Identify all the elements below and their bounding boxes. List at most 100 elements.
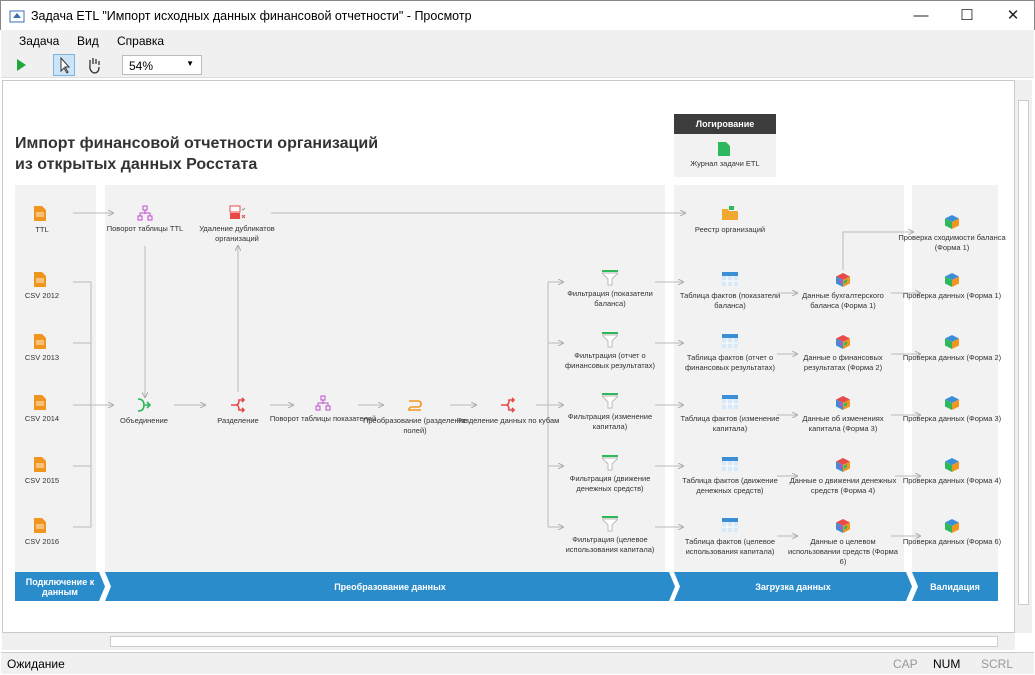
fact-table-node-label[interactable]: Таблица фактов (целевое использования ка… xyxy=(684,537,776,556)
menu-task[interactable]: Задача xyxy=(19,34,60,48)
filter-icon[interactable] xyxy=(600,332,620,351)
check-balance-node-label[interactable]: Проверка сходимости баланса (Форма 1) xyxy=(898,233,1006,252)
fact-table-node-label[interactable]: Таблица фактов (изменение капитала) xyxy=(680,414,780,433)
menu-view[interactable]: Вид xyxy=(77,34,99,48)
logging-header: Логирование xyxy=(674,114,776,134)
app-icon xyxy=(9,10,25,23)
check-node-label[interactable]: Проверка данных (Форма 4) xyxy=(902,476,1002,485)
cube-node-label[interactable]: Данные о целевом использовании средств (… xyxy=(788,537,898,566)
conv-icon[interactable] xyxy=(407,397,423,416)
file-icon[interactable] xyxy=(34,206,46,224)
fact-table-node-label[interactable]: Таблица фактов (движение денежных средст… xyxy=(682,476,778,495)
zoom-select[interactable]: 54% ▼ xyxy=(122,55,202,75)
filter-node-label[interactable]: Фильтрация (движение денежных средств) xyxy=(569,474,651,493)
source-ttl-label[interactable]: TTL xyxy=(35,225,49,234)
play-icon[interactable] xyxy=(15,58,27,72)
pointer-icon xyxy=(60,56,71,74)
cube-node-label[interactable]: Данные о финансовых результатах (Форма 2… xyxy=(803,353,883,372)
close-button[interactable]: ✕ xyxy=(1006,7,1020,24)
pivot-ttl-label[interactable]: Поворот таблицы TTL xyxy=(106,224,184,233)
split-icon[interactable] xyxy=(230,397,246,416)
pointer-tool-button[interactable] xyxy=(53,54,75,76)
table-icon[interactable] xyxy=(722,518,738,535)
maximize-button[interactable]: ☐ xyxy=(960,7,974,24)
minimize-button[interactable]: — xyxy=(913,7,929,24)
check-icon[interactable] xyxy=(944,518,960,537)
fact-table-node-label[interactable]: Таблица фактов (показатели баланса) xyxy=(679,291,781,310)
check-icon[interactable] xyxy=(944,395,960,414)
window-title: Задача ETL "Импорт исходных данных финан… xyxy=(31,9,472,23)
stage-validation: Валидация xyxy=(912,572,998,601)
check-icon[interactable] xyxy=(944,214,960,233)
file-icon[interactable] xyxy=(34,395,46,413)
split-icon[interactable] xyxy=(500,397,516,416)
table-icon[interactable] xyxy=(722,334,738,351)
filter-icon[interactable] xyxy=(600,393,620,412)
file-icon[interactable] xyxy=(34,272,46,290)
cube-node-label[interactable]: Данные об изменениях капитала (Форма 3) xyxy=(802,414,884,433)
check-icon[interactable] xyxy=(944,457,960,476)
file-icon[interactable] xyxy=(34,334,46,352)
cube-node-label[interactable]: Данные о движении денежных средств (Форм… xyxy=(789,476,897,495)
title-line-2: из открытых данных Росстата xyxy=(15,156,258,173)
vertical-scroll-thumb[interactable] xyxy=(1018,100,1029,605)
table-icon[interactable] xyxy=(722,395,738,412)
hand-icon[interactable] xyxy=(84,55,104,75)
filter-icon[interactable] xyxy=(600,516,620,535)
convert-fields-label[interactable]: Преобразование (разделение полей) xyxy=(362,416,468,435)
status-text: Ожидание xyxy=(7,657,65,671)
folder-icon[interactable] xyxy=(722,206,738,223)
file-icon[interactable] xyxy=(34,457,46,475)
dedup-icon[interactable] xyxy=(229,205,247,224)
filter-icon[interactable] xyxy=(600,455,620,474)
horizontal-scroll-thumb[interactable] xyxy=(110,636,998,647)
pivot-icon[interactable] xyxy=(315,395,331,414)
filter-icon[interactable] xyxy=(600,270,620,289)
cube-icon[interactable] xyxy=(835,457,851,476)
cube-node-label[interactable]: Данные бухгалтерского баланса (Форма 1) xyxy=(802,291,884,310)
check-node-label[interactable]: Проверка данных (Форма 3) xyxy=(902,414,1002,423)
logging-panel: Логирование Журнал задачи ETL xyxy=(674,114,776,177)
cube-icon[interactable] xyxy=(835,518,851,537)
check-node-label[interactable]: Проверка данных (Форма 2) xyxy=(902,353,1002,362)
cube-icon[interactable] xyxy=(835,334,851,353)
file-icon[interactable] xyxy=(34,518,46,536)
table-icon[interactable] xyxy=(722,457,738,474)
split-by-cubes-label[interactable]: Разделение данных по кубам xyxy=(456,416,560,425)
table-icon[interactable] xyxy=(722,272,738,289)
diagram-title: Импорт финансовой отчетности организаций… xyxy=(15,133,378,175)
filter-node-label[interactable]: Фильтрация (показатели баланса) xyxy=(567,289,653,308)
filter-node-label[interactable]: Фильтрация (отчет о финансовых результат… xyxy=(565,351,655,370)
zoom-value: 54% xyxy=(129,59,154,73)
source-csv-label[interactable]: CSV 2015 xyxy=(24,476,60,485)
menu-help[interactable]: Справка xyxy=(117,34,165,48)
check-icon[interactable] xyxy=(944,272,960,291)
cube-icon[interactable] xyxy=(835,395,851,414)
source-csv-label[interactable]: CSV 2016 xyxy=(24,537,60,546)
merge-icon[interactable] xyxy=(136,397,152,416)
vertical-scrollbar[interactable] xyxy=(1015,80,1032,633)
panel-connection xyxy=(15,185,96,573)
panel-load xyxy=(674,185,904,573)
check-node-label[interactable]: Проверка данных (Форма 1) xyxy=(902,291,1002,300)
merge-label[interactable]: Объединение xyxy=(120,416,168,425)
source-csv-label[interactable]: CSV 2012 xyxy=(24,291,60,300)
cube-icon[interactable] xyxy=(835,272,851,291)
check-node-label[interactable]: Проверка данных (Форма 6) xyxy=(902,537,1002,546)
chevron-down-icon: ▼ xyxy=(186,59,194,68)
filter-node-label[interactable]: Фильтрация (изменение капитала) xyxy=(567,412,653,431)
dedup-orgs-label[interactable]: Удаление дубликатов организаций xyxy=(199,224,275,243)
log-journal-label[interactable]: Журнал задачи ETL xyxy=(690,159,760,168)
stage-transform: Преобразование данных xyxy=(105,572,675,601)
check-icon[interactable] xyxy=(944,334,960,353)
source-csv-label[interactable]: CSV 2013 xyxy=(24,353,60,362)
split-label[interactable]: Разделение xyxy=(217,416,259,425)
source-csv-label[interactable]: CSV 2014 xyxy=(24,414,60,423)
registry-node-label[interactable]: Реестр организаций xyxy=(694,225,766,234)
fact-table-node-label[interactable]: Таблица фактов (отчет о финансовых резул… xyxy=(685,353,775,372)
filter-node-label[interactable]: Фильтрация (целевое использования капита… xyxy=(565,535,655,554)
pivot-indicators-label[interactable]: Поворот таблицы показателей xyxy=(269,414,377,423)
horizontal-scrollbar[interactable] xyxy=(2,633,1015,650)
pivot-icon[interactable] xyxy=(137,205,153,224)
title-line-1: Импорт финансовой отчетности организаций xyxy=(15,135,379,152)
